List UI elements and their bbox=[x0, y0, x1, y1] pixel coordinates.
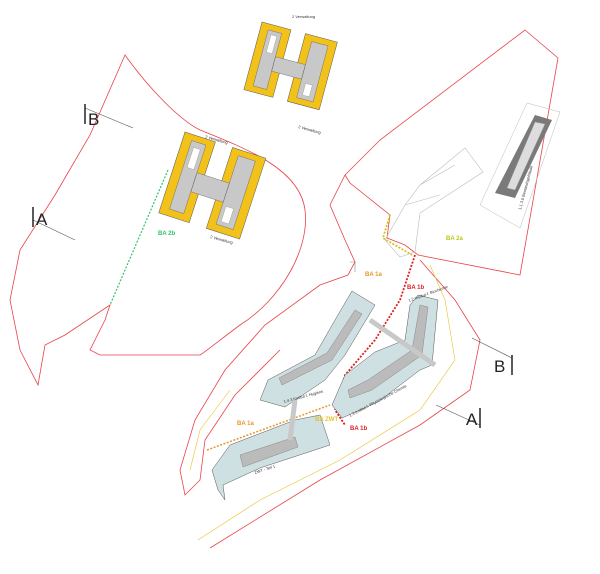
existing-building bbox=[479, 102, 561, 229]
label-ba-zwt: BA ZWT bbox=[315, 417, 338, 423]
label-admin-top-1: 2 Verwaltung bbox=[292, 14, 315, 19]
site-yellow-line bbox=[189, 264, 456, 541]
ba-1a-small bbox=[350, 261, 356, 272]
label-ba-1a-bottom: BA 1a bbox=[237, 421, 254, 427]
svg-text:B: B bbox=[88, 110, 99, 129]
label-ba-1a-top: BA 1a bbox=[365, 272, 382, 278]
label-ba-2b: BA 2b bbox=[158, 231, 175, 237]
future-building-outline bbox=[384, 147, 484, 258]
ba-2a-line bbox=[381, 214, 413, 256]
parcel-boundary-west bbox=[9, 54, 306, 387]
admin-building-top bbox=[243, 21, 338, 111]
svg-text:A: A bbox=[36, 210, 48, 229]
svg-text:B: B bbox=[494, 357, 505, 376]
label-ba-1b-top: BA 1b bbox=[407, 285, 424, 291]
connector-bridge bbox=[287, 317, 437, 441]
label-zwt: ZWT - Teil 1 bbox=[254, 463, 277, 475]
section-marker-b-left: B bbox=[84, 104, 134, 129]
parcel-boundary-east bbox=[344, 29, 559, 276]
building-zwt bbox=[211, 414, 331, 501]
building-zwt-core bbox=[239, 436, 299, 468]
building-hygiene-core bbox=[278, 309, 363, 386]
admin-building-middle bbox=[158, 131, 267, 240]
label-admin-top-2: 2 Verwaltung bbox=[298, 124, 322, 135]
parcel-boundary-south bbox=[179, 174, 356, 496]
ba-1a-line bbox=[206, 404, 331, 451]
section-marker-b-right: B bbox=[471, 337, 513, 376]
svg-text:A: A bbox=[466, 410, 478, 429]
parcel-boundary-south-east bbox=[209, 259, 481, 549]
ba-1b-line bbox=[334, 254, 416, 426]
label-admin-mid-2: 2 Verwaltung bbox=[210, 234, 234, 245]
label-ba-2a: BA 2a bbox=[446, 236, 463, 242]
section-marker-a-left: A bbox=[32, 207, 76, 241]
label-admin-mid-1: 2 Verwaltung bbox=[205, 134, 229, 145]
label-ba-1b-bottom: BA 1b bbox=[350, 426, 367, 432]
section-marker-a-right: A bbox=[435, 404, 481, 429]
ba-2b-line bbox=[109, 169, 169, 306]
